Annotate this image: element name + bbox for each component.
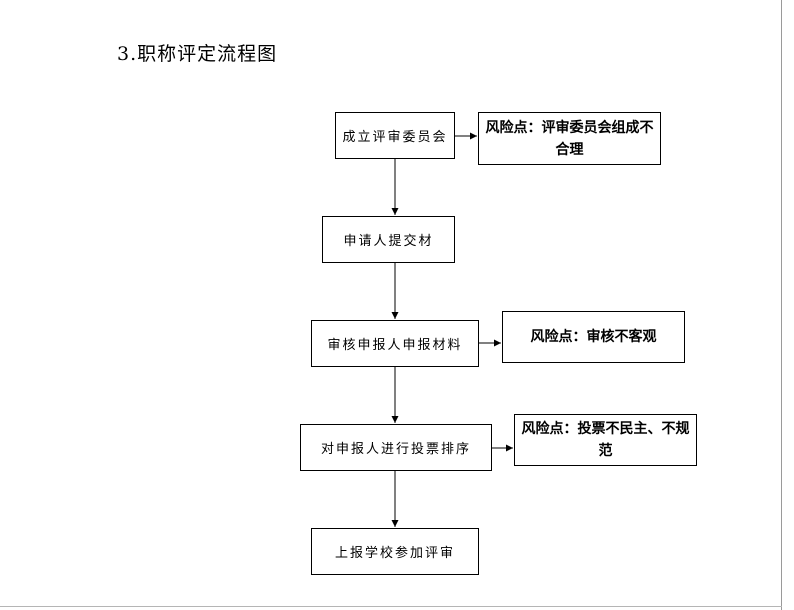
page-title: 3.职称评定流程图	[117, 43, 278, 65]
page-bottom-border	[0, 606, 782, 607]
step-submit-materials: 申请人提交材	[322, 216, 455, 263]
risk-point-review: 风险点：审核不客观	[502, 311, 685, 363]
risk-point-committee: 风险点：评审委员会组成不合理	[478, 112, 661, 165]
step-establish-committee: 成立评审委员会	[335, 112, 455, 159]
step-review-materials: 审核申报人申报材料	[311, 320, 479, 367]
page-right-border	[781, 0, 782, 610]
step-vote-ranking: 对申报人进行投票排序	[300, 424, 492, 471]
risk-point-voting: 风险点：投票不民主、不规范	[514, 414, 697, 466]
step-submit-to-school: 上报学校参加评审	[311, 528, 479, 575]
